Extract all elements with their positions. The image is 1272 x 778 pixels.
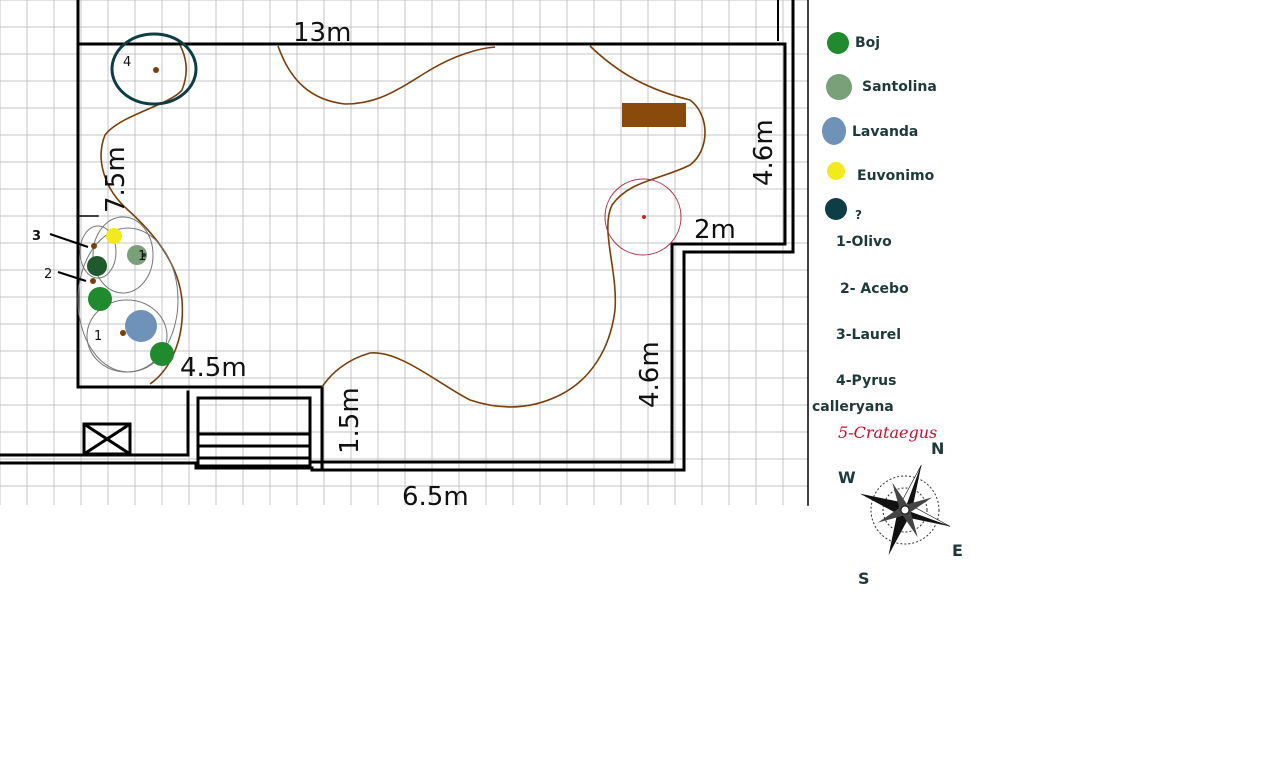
plant-number-2: 2: [44, 267, 52, 282]
compass-e: E: [952, 541, 963, 560]
bench: [622, 103, 686, 127]
crataegus-ring: [604, 178, 682, 256]
stairs: [196, 396, 312, 468]
dim-right-step-width: 2m: [694, 215, 736, 245]
walls: [0, 0, 809, 506]
compass-rose: N E S W: [838, 439, 963, 588]
boj-plant-2: [150, 342, 174, 366]
lower-left-wall: [0, 390, 190, 457]
legend-swatch-lavanda: [822, 117, 846, 145]
outer-wall-right: [76, 42, 787, 464]
legend-label-euvonimo: Euvonimo: [857, 168, 935, 184]
left-bed: 1 1 2 3: [32, 216, 179, 373]
dim-inner-right-height: 4.6m: [635, 341, 665, 408]
compass-s: S: [858, 569, 870, 588]
legend-olivo: 1-Olivo: [836, 234, 892, 250]
plant-number-1b: 1: [138, 249, 146, 264]
euvonimo-plant: [106, 228, 122, 244]
dim-top-width: 13m: [293, 18, 351, 48]
outer-wall-double: [310, 0, 795, 472]
legend-label-boj: Boj: [855, 35, 880, 51]
legend-acebo: 2- Acebo: [840, 281, 909, 297]
compass-icon: [859, 464, 951, 556]
legend-laurel: 3-Laurel: [836, 327, 901, 343]
pyrus-tree: 4: [110, 32, 198, 106]
legend-label-santolina: Santolina: [862, 79, 937, 95]
compass-n: N: [931, 439, 944, 458]
acebo-plant: [87, 256, 107, 276]
crataegus-point: [642, 215, 646, 219]
plant-number-1: 1: [94, 329, 102, 344]
boj-plant-1: [88, 287, 112, 311]
legend: Boj Santolina Lavanda Euvonimo ? 1-Olivo…: [812, 32, 937, 442]
plant-number-3: 3: [32, 229, 41, 244]
legend-label-lavanda: Lavanda: [852, 124, 918, 140]
legend-swatch-euvonimo: [827, 162, 845, 180]
drain-box: [82, 422, 132, 456]
lavanda-plant: [125, 310, 157, 342]
lower-left-wall-double: [0, 461, 314, 470]
tree-number-4: 4: [123, 55, 131, 70]
santolina-plant: [127, 245, 147, 265]
legend-swatch-boj: [827, 32, 849, 54]
legend-crataegus: 5-Crataegus: [838, 423, 937, 442]
legend-label-unknown: ?: [855, 208, 862, 222]
dim-bottom-step-width: 4.5m: [180, 353, 247, 383]
dim-bottom-width: 6.5m: [402, 482, 469, 512]
legend-calleryana: calleryana: [812, 399, 894, 415]
legend-swatch-unknown: [825, 198, 847, 220]
dim-stair-height: 1.5m: [335, 387, 365, 454]
dim-right-upper-height: 4.6m: [749, 119, 779, 186]
legend-swatch-santolina: [826, 74, 852, 100]
dim-left-height: 7.5m: [101, 146, 131, 213]
garden-path: [100, 44, 706, 408]
legend-pyrus: 4-Pyrus: [836, 373, 896, 389]
compass-w: W: [838, 468, 856, 487]
